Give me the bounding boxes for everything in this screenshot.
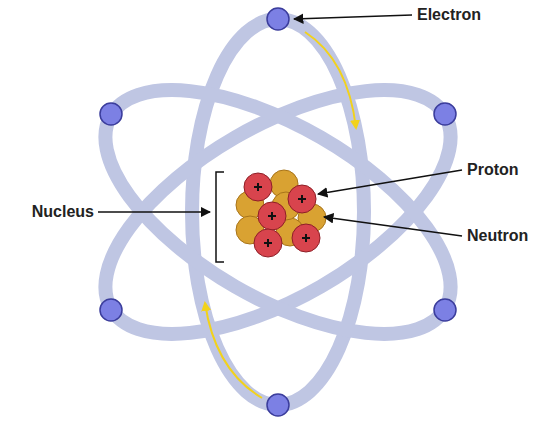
neutron-label: Neutron (467, 226, 528, 245)
plus-sign (254, 183, 310, 247)
proton-label: Proton (467, 160, 519, 179)
proton (244, 173, 320, 257)
nucleus-label: Nucleus (32, 202, 94, 221)
motion-arrow (205, 32, 356, 398)
electron-label: Electron (417, 5, 481, 24)
leader-line (98, 15, 462, 236)
nucleus-bracket (216, 172, 224, 262)
orbit (68, 19, 488, 405)
